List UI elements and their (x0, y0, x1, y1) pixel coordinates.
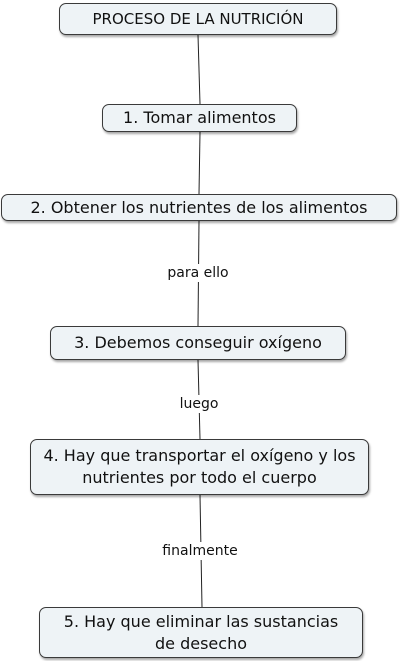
step-node-2[interactable]: 2. Obtener los nutrientes de los aliment… (1, 194, 397, 221)
connector-step-1-to-step-2 (198, 131, 201, 195)
step-node-5[interactable]: 5. Hay que eliminar las sustancias de de… (39, 607, 363, 658)
title-text: PROCESO DE LA NUTRICIÓN (92, 10, 304, 28)
step-node-1[interactable]: 1. Tomar alimentos (102, 104, 297, 132)
step-2-text: 2. Obtener los nutrientes de los aliment… (30, 197, 368, 217)
link-label-luego: luego (177, 395, 221, 413)
step-3-text: 3. Debemos conseguir oxígeno (74, 333, 322, 352)
step-4-text: 4. Hay que transportar el oxígeno y los … (43, 446, 356, 487)
link-label-para-ello: para ello (165, 264, 231, 282)
step-5-text: 5. Hay que eliminar las sustancias de de… (63, 611, 339, 653)
step-node-3[interactable]: 3. Debemos conseguir oxígeno (50, 326, 346, 360)
title-node[interactable]: PROCESO DE LA NUTRICIÓN (59, 3, 337, 35)
link-label-finalmente: finalmente (160, 542, 240, 560)
step-1-text: 1. Tomar alimentos (123, 108, 276, 127)
step-node-4[interactable]: 4. Hay que transportar el oxígeno y los … (30, 439, 369, 495)
connector-title-to-step-1 (197, 34, 201, 105)
